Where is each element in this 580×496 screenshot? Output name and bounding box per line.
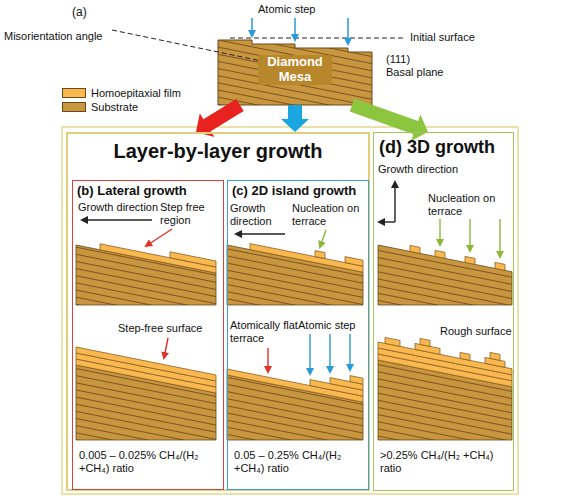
film-layer: [378, 348, 512, 381]
label-text: Atomically flat terrace: [230, 319, 304, 344]
label-text: Nucleation on terrace: [428, 192, 512, 217]
film-layer: [465, 256, 475, 264]
node-heading: (d) 3D growth: [379, 137, 511, 158]
node-note: 0.005 – 0.025% CH₄/(H₂ +CH₄) ratio: [79, 449, 217, 474]
mesa-box: Diamond Mesa: [218, 40, 372, 105]
legend-swatch: [62, 102, 86, 112]
node-note: >0.25% CH₄/(H₂ +CH₄) ratio: [380, 449, 508, 474]
film-layer: [350, 376, 363, 385]
atomic-step-arrows: [252, 18, 348, 44]
film-layer: [460, 352, 470, 360]
label-text: (111): [386, 53, 426, 66]
film-layer: [100, 244, 216, 273]
panel-box: Layer-by-layer growth (b) Lateral growth 0…: [66, 132, 370, 491]
node-heading: (c) 2D island growth: [232, 184, 366, 199]
film-layer: [435, 250, 445, 258]
film-layer: [227, 369, 363, 402]
label-text: Atomic step: [258, 3, 338, 16]
label-text: Growth direction: [230, 202, 288, 227]
film-layer: [170, 252, 216, 267]
label-text: Rough surface: [440, 325, 512, 338]
film-layer: [76, 347, 216, 381]
label-text: Step free region: [160, 201, 220, 226]
node-note: 0.05 – 0.25% CH₄/(H₂ +CH₄) ratio: [234, 449, 364, 474]
substrate-block: [378, 245, 512, 305]
outer-frame: [62, 127, 518, 494]
film-layer: [410, 245, 420, 253]
label-text: Basal plane: [386, 66, 466, 79]
film-layer: [378, 342, 512, 375]
label-text: Misorientation angle: [4, 30, 114, 43]
diamond-mesa: [218, 40, 372, 105]
legend-swatch: [62, 88, 86, 98]
label-text: (a): [72, 6, 102, 20]
label-text: Growth direction: [378, 163, 508, 176]
initial-surface-line: [230, 38, 405, 39]
film-layer: [495, 262, 505, 270]
node-heading: Diamond Mesa: [258, 55, 332, 85]
film-layer: [315, 251, 325, 259]
label-text: Nucleation on terrace: [292, 202, 364, 227]
film-layer: [76, 353, 216, 387]
flow-arrow: [281, 105, 309, 132]
panel-box: (d) 3D growth >0.25% CH₄/(H₂ +CH₄) ratio: [373, 132, 514, 491]
legend-text: Homoepitaxial film: [91, 87, 211, 100]
film-layer: [420, 338, 430, 346]
film-layer: [385, 337, 400, 346]
film-layer: [250, 244, 363, 273]
legend-text: Substrate: [91, 101, 211, 114]
film-layer: [345, 257, 363, 267]
flow-arrow: [350, 98, 428, 140]
film-layer: [490, 352, 500, 360]
label-text: Initial surface: [410, 31, 510, 44]
label-text: Atomic step: [298, 319, 366, 332]
label-text: Step-free surface: [118, 322, 218, 335]
node-heading: (b) Lateral growth: [77, 184, 219, 199]
panel-box: (b) Lateral growth 0.005 – 0.025% CH₄/(H₂…: [72, 180, 224, 490]
node-heading: Layer-by-layer growth: [72, 140, 364, 163]
